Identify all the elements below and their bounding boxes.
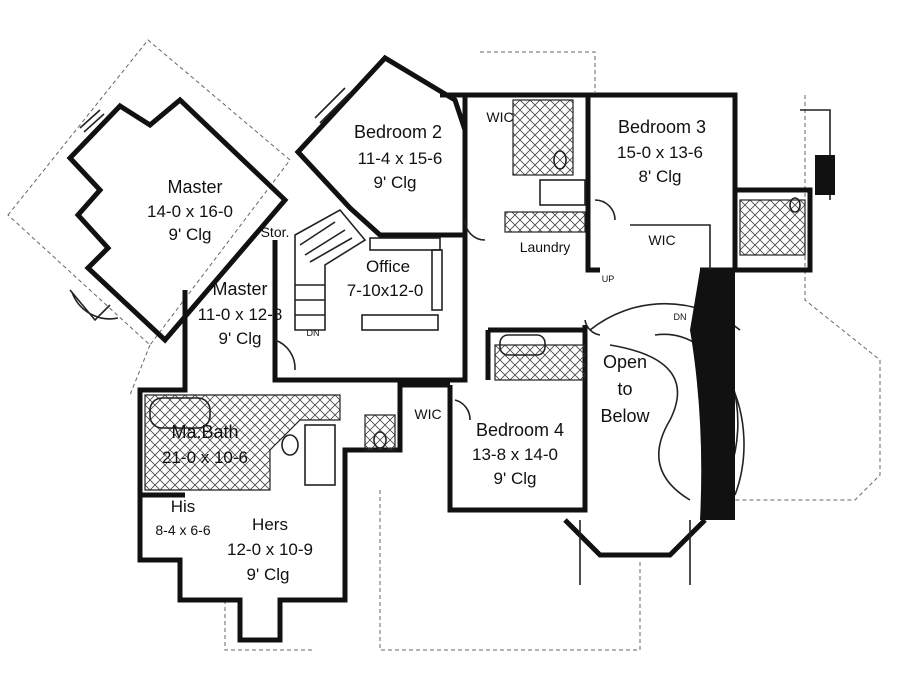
roof-outlines <box>7 39 881 651</box>
room-master-bath: Ma.Bath 21-0 x 10-6 <box>162 422 248 467</box>
master-stair <box>294 208 367 331</box>
room-his: His 8-4 x 6-6 <box>155 497 210 538</box>
room-bedroom-4: Bedroom 4 13-8 x 14-0 9' Clg <box>472 420 564 488</box>
bedroom-3-ceiling: 8' Clg <box>639 167 682 186</box>
storage-label: Stor. <box>261 224 290 240</box>
master-sitting-ceiling: 9' Clg <box>219 329 262 348</box>
room-hers: Hers 12-0 x 10-9 9' Clg <box>227 515 313 584</box>
room-bedroom-3: Bedroom 3 15-0 x 13-6 8' Clg <box>617 117 706 186</box>
wic-label-bedroom-2: WIC <box>486 109 513 125</box>
open-to-below: Open to Below <box>600 352 650 426</box>
master-bath-name: Ma.Bath <box>171 422 238 442</box>
bedroom-2-size: 11-4 x 15-6 <box>358 149 443 168</box>
hers-ceiling: 9' Clg <box>247 565 290 584</box>
bedroom-3-name: Bedroom 3 <box>618 117 706 137</box>
master-bath-size: 21-0 x 10-6 <box>162 448 248 467</box>
hers-size: 12-0 x 10-9 <box>227 540 313 559</box>
bedroom-4-ceiling: 9' Clg <box>494 469 537 488</box>
bedroom-3-walls <box>630 109 835 270</box>
master-name: Master <box>167 177 222 197</box>
his-size: 8-4 x 6-6 <box>155 522 210 538</box>
bedroom-2-ceiling: 9' Clg <box>374 173 417 192</box>
door-swings <box>274 199 616 421</box>
up-label: UP <box>602 274 615 284</box>
fixtures <box>149 150 801 486</box>
master-sitting-name: Master <box>212 279 267 299</box>
office-name: Office <box>366 257 410 276</box>
room-master: Master 14-0 x 16-0 9' Clg <box>147 177 233 244</box>
room-master-sitting: Master 11-0 x 12-8 9' Clg <box>198 279 283 348</box>
open-line-3: Below <box>600 406 650 426</box>
master-ceiling: 9' Clg <box>169 225 212 244</box>
open-line-2: to <box>617 379 632 399</box>
office-builtins <box>361 237 443 331</box>
room-office: Office 7-10x12-0 <box>347 257 424 300</box>
wic-label-bedroom-4: WIC <box>414 406 441 422</box>
master-bedroom-walls <box>66 96 289 344</box>
laundry-label: Laundry <box>520 239 571 255</box>
hers-name: Hers <box>252 515 288 534</box>
bedroom-2-walls <box>294 54 468 238</box>
dn-label-main-stair: DN <box>674 312 687 322</box>
room-bedroom-2: Bedroom 2 11-4 x 15-6 9' Clg <box>354 122 442 192</box>
bedroom-4-size: 13-8 x 14-0 <box>472 445 558 464</box>
bedroom-3-size: 15-0 x 13-6 <box>617 143 703 162</box>
small-labels: Laundry Stor. WIC WIC WIC DN DN UP <box>261 109 687 422</box>
bedroom-2-name: Bedroom 2 <box>354 122 442 142</box>
master-size: 14-0 x 16-0 <box>147 202 233 221</box>
tile-floors <box>144 99 806 491</box>
dn-label-master-stair: DN <box>307 328 320 338</box>
wic-label-bedroom-3: WIC <box>648 232 675 248</box>
master-sitting-size: 11-0 x 12-8 <box>198 305 283 324</box>
his-name: His <box>171 497 196 516</box>
bedroom-4-name: Bedroom 4 <box>476 420 564 440</box>
office-size: 7-10x12-0 <box>347 281 424 300</box>
open-line-1: Open <box>603 352 647 372</box>
stair-open-to-below <box>563 270 745 585</box>
